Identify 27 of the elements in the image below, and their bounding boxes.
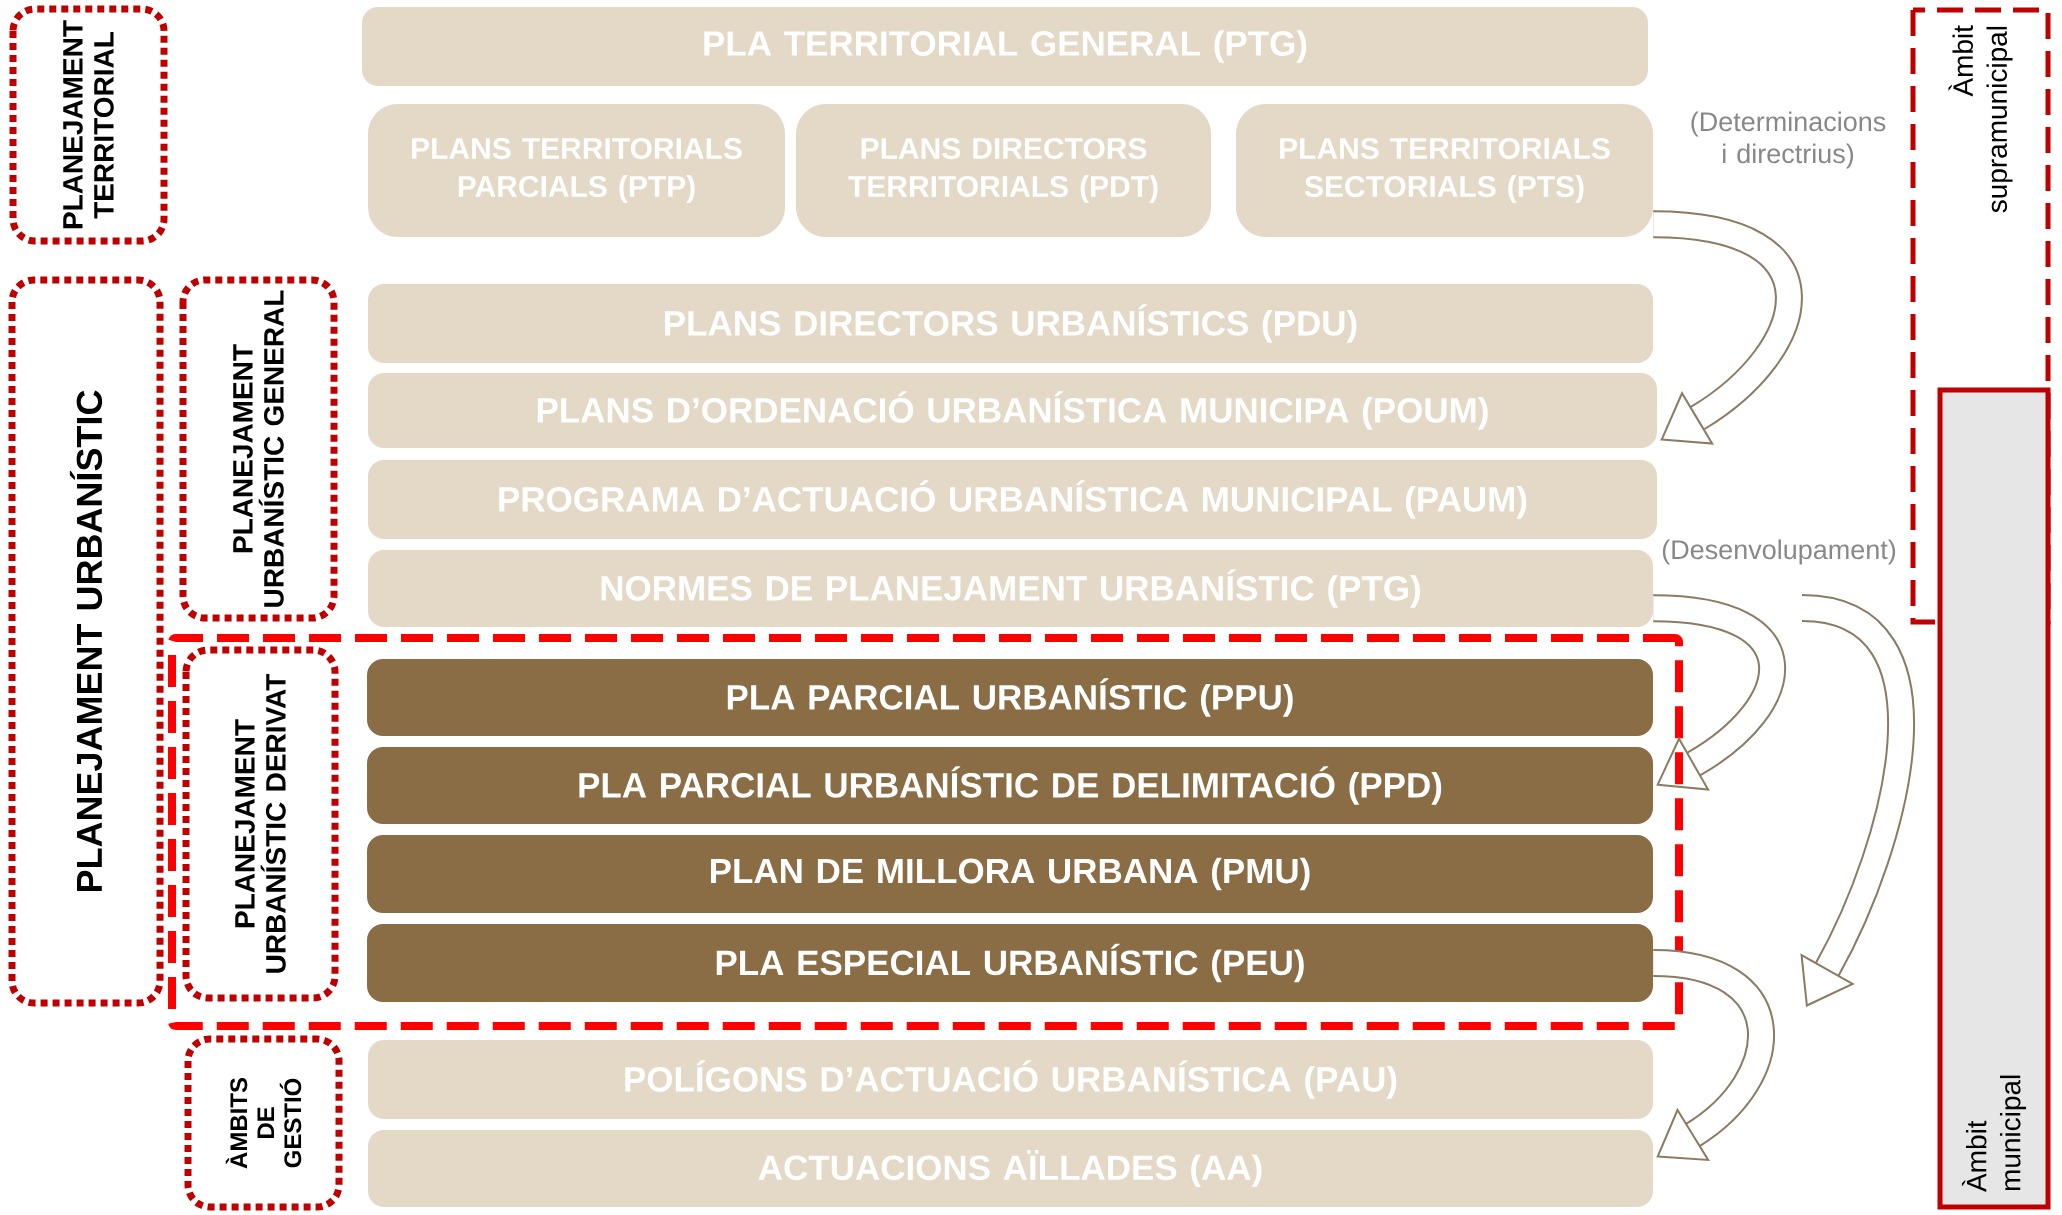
plan-box: PLA TERRITORIAL GENERAL (PTG)	[362, 7, 1648, 86]
curved-arrow	[1652, 210, 1803, 445]
group-frame	[168, 634, 1683, 1030]
curved-arrow	[1652, 594, 1786, 791]
plan-box: PLANS DIRECTORS URBANÍSTICS (PDU)	[368, 284, 1653, 363]
category-box: PLANEJAMENT TERRITORIAL	[9, 5, 168, 245]
plan-box: PLANS TERRITORIALS PARCIALS (PTP)	[368, 104, 785, 237]
plan-box: PLA PARCIAL URBANÍSTIC (PPU)	[367, 659, 1653, 736]
annotation-text: (Desenvolupament)	[1662, 539, 1896, 565]
plan-box: POLÍGONS D’ACTUACIÓ URBANÍSTICA (PAU)	[368, 1040, 1653, 1119]
plan-box: PLA ESPECIAL URBANÍSTIC (PEU)	[367, 924, 1653, 1002]
plan-box: PLANS D’ORDENACIÓ URBANÍSTICA MUNICIPA (POUM)	[368, 373, 1657, 448]
plan-box: PLA PARCIAL URBANÍSTIC DE DELIMITACIÓ (PPD)	[367, 747, 1653, 824]
plan-box: PLANS DIRECTORS TERRITORIALS (PDT)	[796, 104, 1211, 237]
category-box: PLANEJAMENT URBANÍSTIC	[8, 276, 164, 1007]
plan-box: PLAN DE MILLORA URBANA (PMU)	[367, 835, 1653, 913]
category-box: ÀMBITS DE GESTIÓ	[184, 1035, 343, 1211]
plan-box: PLANS TERRITORIALS SECTORIALS (PTS)	[1236, 104, 1653, 237]
category-box: PLANEJAMENT URBANÍSTIC GENERAL	[179, 276, 338, 622]
scope-bar: Àmbit municipal	[1937, 387, 2051, 1210]
curved-arrow	[1800, 594, 1915, 1007]
annotation-text: (Determinacions i directrius)	[1691, 111, 1886, 169]
category-box: PLANEJAMENT URBANÍSTIC DERIVAT	[182, 646, 339, 1002]
plan-box: NORMES DE PLANEJAMENT URBANÍSTIC (PTG)	[368, 550, 1653, 627]
curved-arrow	[1652, 949, 1775, 1162]
plan-box: PROGRAMA D’ACTUACIÓ URBANÍSTICA MUNICIPAL (PAUM)	[368, 460, 1657, 539]
plan-box: ACTUACIONS AÏLLADES (AA)	[368, 1130, 1653, 1207]
